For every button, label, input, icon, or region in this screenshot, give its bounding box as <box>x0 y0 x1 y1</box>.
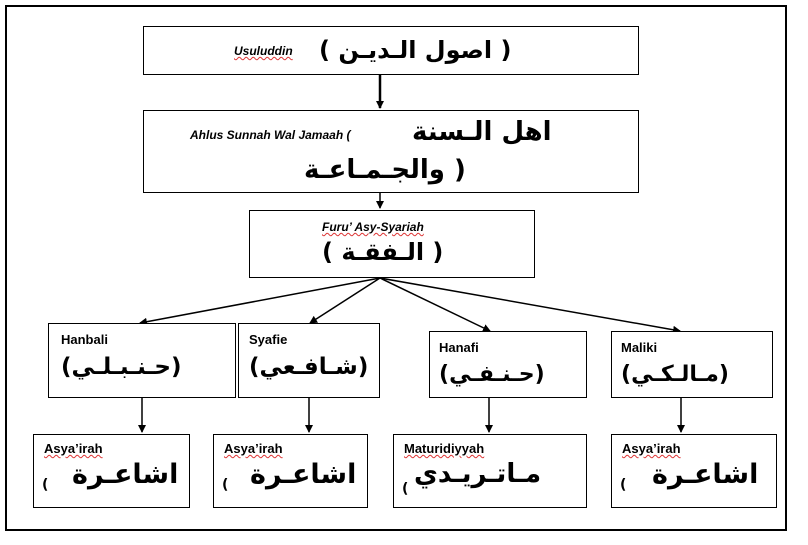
node-ahlus-arabic-2: ( والجـمـاعـة <box>304 155 466 185</box>
node-asyairah-3: Asya’irah اشاعـرة ( <box>611 434 777 508</box>
edge-furu-maliki <box>379 277 681 334</box>
node-asyairah-1-arabic: اشاعـرة <box>72 459 179 490</box>
node-furu-arabic: ( الـفقـة ) <box>322 238 444 266</box>
node-hanafi-latin: Hanafi <box>439 340 479 355</box>
node-syafie-arabic: (شـافـعي) <box>249 354 369 380</box>
node-usuluddin-latin: Usuluddin <box>234 44 293 58</box>
node-maturidiyyah-paren: ( <box>402 481 411 497</box>
node-ahlus-latin: Ahlus Sunnah Wal Jamaah ( <box>190 128 351 142</box>
edge-furu-hanbali <box>139 277 381 326</box>
node-ahlus-arabic-1: اهل الـسنة <box>412 117 552 147</box>
node-asyairah-3-latin: Asya’irah <box>622 441 681 456</box>
node-asyairah-2: Asya’irah اشاعـرة ( <box>213 434 368 508</box>
node-asyairah-3-paren: ( <box>620 477 629 493</box>
node-hanafi-arabic: (حـنـفـي) <box>439 362 545 387</box>
node-hanbali-latin: Hanbali <box>61 332 108 347</box>
diagram-frame <box>5 5 787 531</box>
node-maturidiyyah: Maturidiyyah مـاتـريـدي ( <box>393 434 587 508</box>
node-asyairah-2-latin: Asya’irah <box>224 441 283 456</box>
node-asyairah-2-paren: ( <box>222 477 231 493</box>
node-usuluddin-arabic: ( اصول الـديـن ) <box>319 36 512 64</box>
edge-furu-syafie <box>309 277 381 324</box>
node-maturidiyyah-latin: Maturidiyyah <box>404 441 485 456</box>
node-asyairah-2-arabic: اشاعـرة <box>250 459 357 490</box>
node-asyairah-1-latin: Asya’irah <box>44 441 103 456</box>
node-maliki-arabic: (مـالـكـي) <box>621 362 729 387</box>
node-maturidiyyah-arabic: مـاتـريـدي <box>414 459 542 489</box>
node-asyairah-1-paren: ( <box>42 477 51 493</box>
node-hanafi: Hanafi (حـنـفـي) <box>429 331 587 398</box>
edge-furu-hanafi <box>379 277 491 332</box>
node-furu-latin: Furu’ Asy-Syariah <box>322 220 424 234</box>
node-furu: Furu’ Asy-Syariah ( الـفقـة ) <box>249 210 535 278</box>
node-asyairah-3-arabic: اشاعـرة <box>652 459 759 490</box>
node-ahlus-sunnah: Ahlus Sunnah Wal Jamaah ( اهل الـسنة ( و… <box>143 110 639 193</box>
node-usuluddin: Usuluddin ( اصول الـديـن ) <box>143 26 639 75</box>
node-hanbali-arabic: (حـنـبـلـي) <box>61 354 182 380</box>
node-maliki: Maliki (مـالـكـي) <box>611 331 773 398</box>
node-asyairah-1: Asya’irah اشاعـرة ( <box>33 434 190 508</box>
node-syafie-latin: Syafie <box>249 332 288 347</box>
node-hanbali: Hanbali (حـنـبـلـي) <box>48 323 236 398</box>
node-syafie: Syafie (شـافـعي) <box>238 323 380 398</box>
node-maliki-latin: Maliki <box>621 340 658 355</box>
